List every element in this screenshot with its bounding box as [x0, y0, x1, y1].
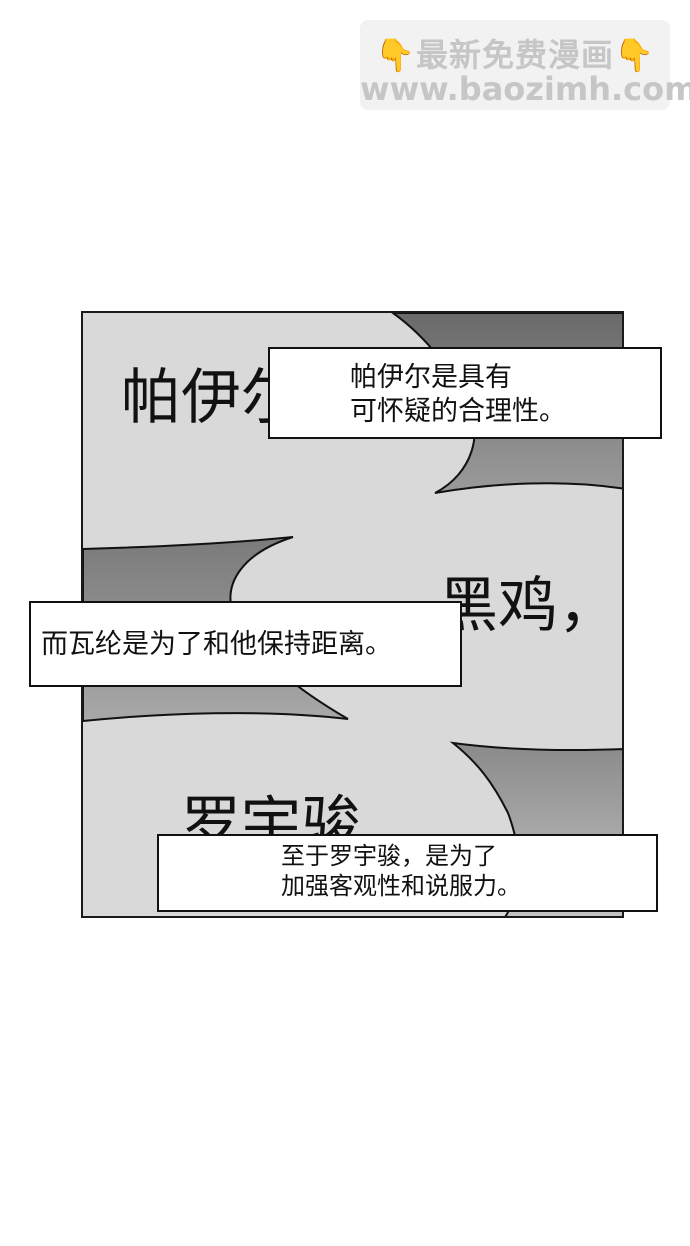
caption-2-line-1: 而瓦纶是为了和他保持距离。	[41, 629, 392, 660]
caption-3-line-2: 加强客观性和说服力。	[281, 872, 521, 900]
caption-1-line-2: 可怀疑的合理性。	[350, 395, 566, 427]
caption-box-2: 而瓦纶是为了和他保持距离。	[29, 601, 462, 687]
watermark: 👇最新免费漫画👇 www.baozimh.com	[360, 20, 690, 110]
watermark-url: www.baozimh.com	[360, 70, 690, 108]
watermark-title: 👇最新免费漫画👇	[360, 30, 670, 76]
pointing-down-icon: 👇	[375, 36, 416, 74]
caption-3-line-1: 至于罗宇骏，是为了	[281, 842, 497, 870]
background-text-heiji: 黑鸡，	[438, 571, 618, 641]
caption-box-1: 帕伊尔是具有 可怀疑的合理性。	[268, 347, 662, 439]
caption-box-3: 至于罗宇骏，是为了 加强客观性和说服力。	[157, 834, 658, 912]
caption-1-line-1: 帕伊尔是具有	[350, 362, 512, 393]
watermark-title-text: 最新免费漫画	[415, 36, 614, 74]
pointing-down-icon: 👇	[614, 36, 655, 74]
